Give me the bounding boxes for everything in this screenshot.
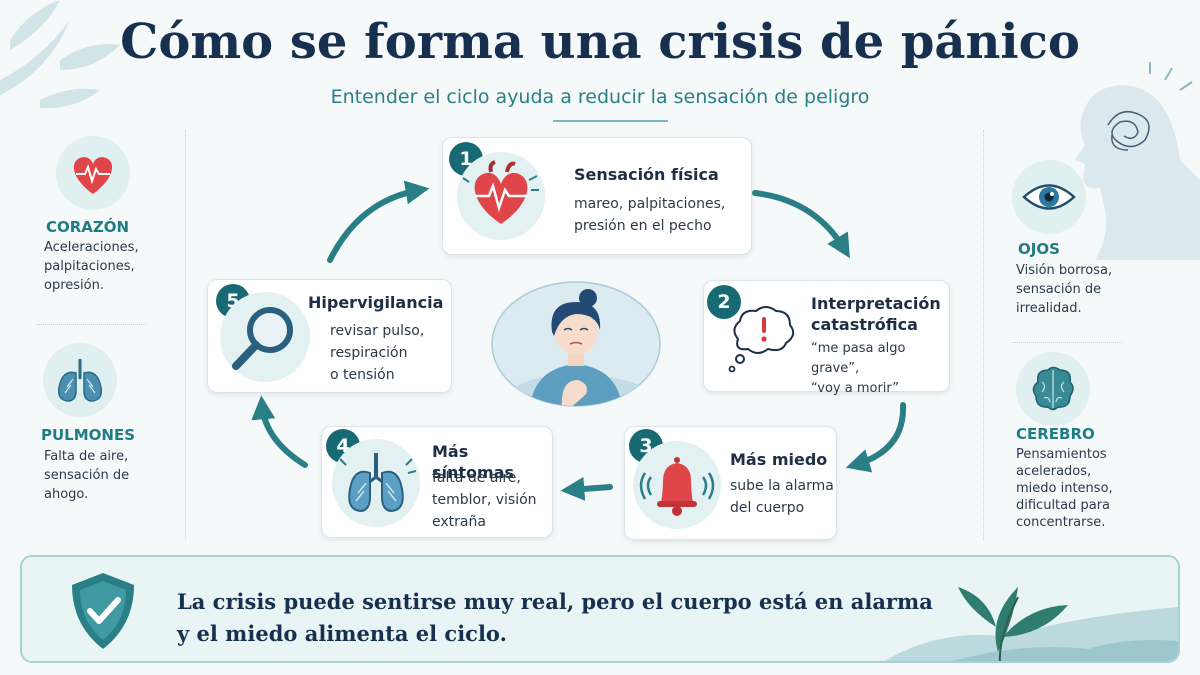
conclusion-banner: La crisis puede sentirse muy real, pero … (20, 555, 1180, 663)
lungs-icon-circle (43, 343, 117, 417)
side-title-heart: CORAZÓN (46, 218, 130, 236)
heart-icon (462, 160, 539, 224)
landscape-leaves-decoration (884, 587, 1178, 661)
arrow-4-to-5 (251, 395, 308, 468)
brain-icon (1032, 366, 1074, 411)
heart-icon (73, 157, 113, 194)
card-4-text: falta de aire, temblor, visión extraña (432, 470, 537, 530)
arrow-1-to-2 (752, 190, 850, 259)
card-2-title: Interpretación catastrófica (811, 294, 941, 334)
lungs-icon (339, 453, 417, 513)
card-3-icon-bg (633, 441, 721, 529)
arrow-2-to-3 (845, 402, 907, 473)
banner-message: La crisis puede sentirse muy real, pero … (177, 589, 933, 646)
magnifier-icon (232, 307, 293, 370)
side-title-lungs: PULMONES (41, 426, 136, 444)
cycle-card-3: 3 Más miedo sube la alarma del cuerpo (624, 426, 837, 540)
page-title: Cómo se forma una crisis de pánico (120, 14, 1080, 70)
cycle-card-4: 4 Más síntomas falta de aire, temblor, v… (321, 426, 553, 538)
eye-icon (1022, 184, 1076, 210)
cycle-card-2: 2 Interpretación catastrófica “me pasa a… (703, 280, 950, 396)
right-section-divider (1012, 342, 1122, 343)
heart-icon-circle (56, 136, 130, 210)
card-4-title: Más síntomas (432, 442, 515, 482)
card-5-text: revisar pulso, respiración o tensión (330, 323, 425, 383)
card-3-title: Más miedo (730, 450, 828, 469)
side-text-brain: Pensamientos acelerados, miedo intenso, … (1016, 447, 1113, 530)
arrow-3-to-4 (560, 476, 613, 501)
card-1-text: mareo, palpitaciones, presión en el pech… (574, 196, 726, 234)
right-divider (983, 130, 984, 540)
side-text-eye: Visión borrosa, sensación de irrealidad. (1016, 263, 1113, 316)
card-2-text: “me pasa algo grave”, “voy a morir” (811, 341, 906, 396)
eye-icon-circle (1012, 160, 1086, 234)
side-title-eye: OJOS (1018, 240, 1060, 258)
brain-icon-circle (1016, 352, 1090, 426)
lungs-icon (57, 359, 103, 402)
step-badge-4: 4 (326, 429, 360, 463)
arrow-5-to-1 (327, 180, 430, 263)
side-title-brain: CEREBRO (1016, 425, 1095, 443)
card-2-icon-bg (722, 299, 800, 377)
subtitle-underline (553, 120, 668, 122)
card-1-icon-bg (457, 152, 545, 240)
head-silhouette-icon (1075, 62, 1200, 260)
leaf-decoration-icon (0, 0, 120, 109)
anxious-woman-illustration (491, 281, 661, 407)
side-text-heart: Aceleraciones, palpitaciones, opresión. (44, 240, 139, 293)
thought-bubble-icon (728, 306, 795, 373)
card-4-icon-bg (332, 439, 420, 527)
card-5-icon-bg (220, 292, 310, 382)
step-badge-2: 2 (707, 285, 741, 319)
left-section-divider (36, 324, 146, 325)
left-divider (185, 130, 186, 540)
page-subtitle: Entender el ciclo ayuda a reducir la sen… (330, 86, 870, 108)
cycle-card-5: 5 Hipervigilancia revisar pulso, respira… (207, 279, 452, 393)
card-5-title: Hipervigilancia (308, 293, 444, 312)
shield-check-icon (72, 573, 134, 649)
cycle-card-1: 1 Sensación física mareo, palpitaciones,… (442, 137, 752, 255)
side-text-lungs: Falta de aire, sensación de ahogo. (44, 449, 130, 502)
alarm-bell-icon (639, 457, 715, 516)
card-3-text: sube la alarma del cuerpo (730, 478, 834, 516)
card-1-title: Sensación física (574, 165, 719, 184)
